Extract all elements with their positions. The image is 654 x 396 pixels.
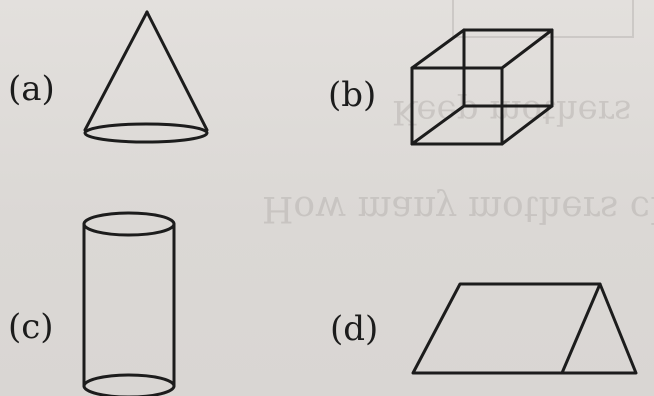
figure-label-d: (d) bbox=[330, 309, 379, 349]
figure-label-a: (a) bbox=[8, 69, 55, 109]
figure-label-c: (c) bbox=[8, 307, 54, 347]
figure-label-b: (b) bbox=[328, 75, 377, 115]
